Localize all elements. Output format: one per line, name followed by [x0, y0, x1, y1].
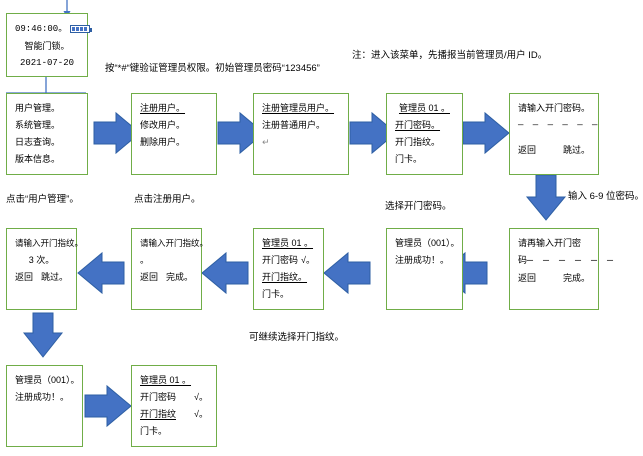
- enter-fingerprint-done-screen[interactable]: 请输入开门指纹。 。 返回 完成。: [131, 228, 209, 310]
- menu-item-blank-return: ↵: [262, 137, 270, 147]
- register-success-2-admin-id: 管理员（001）。: [15, 375, 80, 385]
- menu-item-register-admin[interactable]: 注册管理员用户。: [262, 103, 335, 113]
- admin-credential-menu-screen[interactable]: 管理员 01 。 开门密码。 开门指纹。 门卡。: [386, 93, 463, 175]
- arrow-register-success-2-to-credentials-both-done: [84, 384, 132, 428]
- menu-item-delete-user[interactable]: 删除用户。: [140, 137, 186, 147]
- menu-item-system-management[interactable]: 系统管理。: [15, 120, 61, 130]
- arrow-credentials-pw-done-to-fingerprint-done: [201, 251, 249, 295]
- arrow-fingerprint-done-to-enter-fingerprint: [77, 251, 125, 295]
- fingerprint-skip-button[interactable]: 跳过。: [40, 272, 68, 282]
- battery-icon: [70, 24, 93, 33]
- enter-password-back-button[interactable]: 返回: [518, 145, 537, 155]
- credential-item-card-2[interactable]: 门卡。: [262, 289, 290, 299]
- arrow-enter-fingerprint-to-register-success-2: [22, 312, 64, 358]
- enter-fingerprint-done-prompt: 请输入开门指纹。: [140, 238, 209, 248]
- confirm-password-screen[interactable]: 请再输入开门密 码— — — — — — 返回 完成。: [509, 228, 613, 310]
- main-menu-screen[interactable]: 用户管理。 系统管理。 日志查询。 版本信息。: [6, 93, 88, 175]
- menu-item-register-user[interactable]: 注册用户。: [140, 103, 186, 113]
- register-success-screen-2: 管理员（001）。 注册成功！。: [6, 365, 83, 447]
- fingerprint-done-done-button[interactable]: 完成。: [165, 272, 193, 282]
- credential-item-card[interactable]: 门卡。: [395, 154, 423, 164]
- admin-id-title: 管理员 01 。: [398, 103, 450, 113]
- standby-device-name: 智能门锁。: [24, 41, 70, 51]
- caption-click-register-user: 点击注册用户。: [134, 194, 201, 205]
- credential-item-password-2[interactable]: 开门密码: [262, 255, 299, 265]
- admin-id-title-3: 管理员 01 。: [140, 375, 192, 385]
- menu-item-register-normal[interactable]: 注册普通用户。: [262, 120, 326, 130]
- enter-fingerprint-done-blank: 。: [140, 255, 150, 265]
- standby-time: 09:46:00。: [15, 24, 68, 34]
- note-menu-broadcast: 注：进入该菜单，先播报当前管理员/用户 ID。: [352, 50, 548, 61]
- menu-item-modify-user[interactable]: 修改用户。: [140, 120, 186, 130]
- confirm-password-back-button[interactable]: 返回: [518, 273, 537, 283]
- enter-fingerprint-prompt: 请输入开门指纹。: [15, 238, 84, 248]
- spacer: [518, 134, 590, 142]
- enter-fingerprint-screen[interactable]: 请输入开门指纹。 3 次。 返回 跳过。: [6, 228, 84, 310]
- caption-continue-select-fingerprint: 可继续选择开门指纹。: [249, 332, 345, 343]
- admin-id-title-2: 管理员 01 。: [262, 238, 314, 248]
- enter-fingerprint-times: 3 次。: [28, 255, 55, 265]
- register-success-2-message: 注册成功！。: [15, 392, 70, 402]
- register-success-screen-1: 管理员（001）。 注册成功！。: [386, 228, 463, 310]
- credential-item-password-3[interactable]: 开门密码: [140, 392, 177, 402]
- fingerprint-check-icon: √。: [194, 409, 208, 419]
- confirm-password-prompt: 请再输入开门密: [518, 238, 582, 248]
- note-admin-verify: 按“*#“键验证管理员权限。初始管理员密码“123456”: [105, 63, 320, 74]
- credential-item-fingerprint-2[interactable]: 开门指纹。: [262, 272, 308, 282]
- register-success-1-admin-id: 管理员（001）。: [395, 238, 460, 248]
- standby-date: 2021-07-20: [19, 58, 74, 68]
- arrow-admin-credentials-to-enter-password: [462, 111, 510, 155]
- fingerprint-back-button[interactable]: 返回: [15, 272, 34, 282]
- arrow-register-success-1-to-credentials-pw-done: [323, 251, 371, 295]
- standby-screen[interactable]: 09:46:00。 智能门锁。 2021-07-20: [6, 13, 93, 77]
- confirm-password-done-button[interactable]: 完成。: [562, 273, 590, 283]
- caption-select-open-password: 选择开门密码。: [385, 201, 452, 212]
- fingerprint-done-back-button[interactable]: 返回: [140, 272, 159, 282]
- enter-password-skip-button[interactable]: 跳过。: [562, 145, 590, 155]
- enter-password-prompt: 请输入开门密码。: [518, 103, 591, 113]
- connector-standby-to-main-menu: [6, 77, 86, 94]
- caption-click-user-management: 点击“用户管理”。: [6, 194, 79, 205]
- password-check-icon: √。: [301, 255, 315, 265]
- admin-credential-menu-both-done-screen[interactable]: 管理员 01 。 开门密码 √。 开门指纹 √。 门卡。: [131, 365, 217, 447]
- credential-item-fingerprint[interactable]: 开门指纹。: [395, 137, 441, 147]
- credential-item-password[interactable]: 开门密码。: [395, 120, 441, 130]
- menu-item-log-query[interactable]: 日志查询。: [15, 137, 61, 147]
- admin-credential-menu-password-done-screen[interactable]: 管理员 01 。 开门密码 √。 开门指纹。 门卡。: [253, 228, 324, 310]
- menu-item-version-info[interactable]: 版本信息。: [15, 154, 61, 164]
- register-type-screen[interactable]: 注册管理员用户。 注册普通用户。 ↵: [253, 93, 349, 175]
- user-management-screen[interactable]: 注册用户。 修改用户。 删除用户。: [131, 93, 217, 175]
- menu-item-user-management[interactable]: 用户管理。: [15, 103, 61, 113]
- credential-item-card-3[interactable]: 门卡。: [140, 426, 168, 436]
- confirm-password-input-field[interactable]: — — — — — —: [527, 256, 616, 267]
- register-success-1-message: 注册成功！。: [395, 255, 450, 265]
- password-check-icon-2: √。: [194, 392, 208, 402]
- password-input-field[interactable]: — — — — — —: [518, 120, 600, 130]
- credential-item-fingerprint-3[interactable]: 开门指纹: [140, 409, 177, 419]
- caption-enter-6-9-digits: 输入 6-9 位密码。: [568, 191, 643, 202]
- confirm-password-prompt-cont: 码: [518, 255, 528, 265]
- enter-password-screen[interactable]: 请输入开门密码。 — — — — — — 返回 跳过。: [509, 93, 599, 175]
- arrow-enter-password-to-confirm-password: [525, 174, 567, 221]
